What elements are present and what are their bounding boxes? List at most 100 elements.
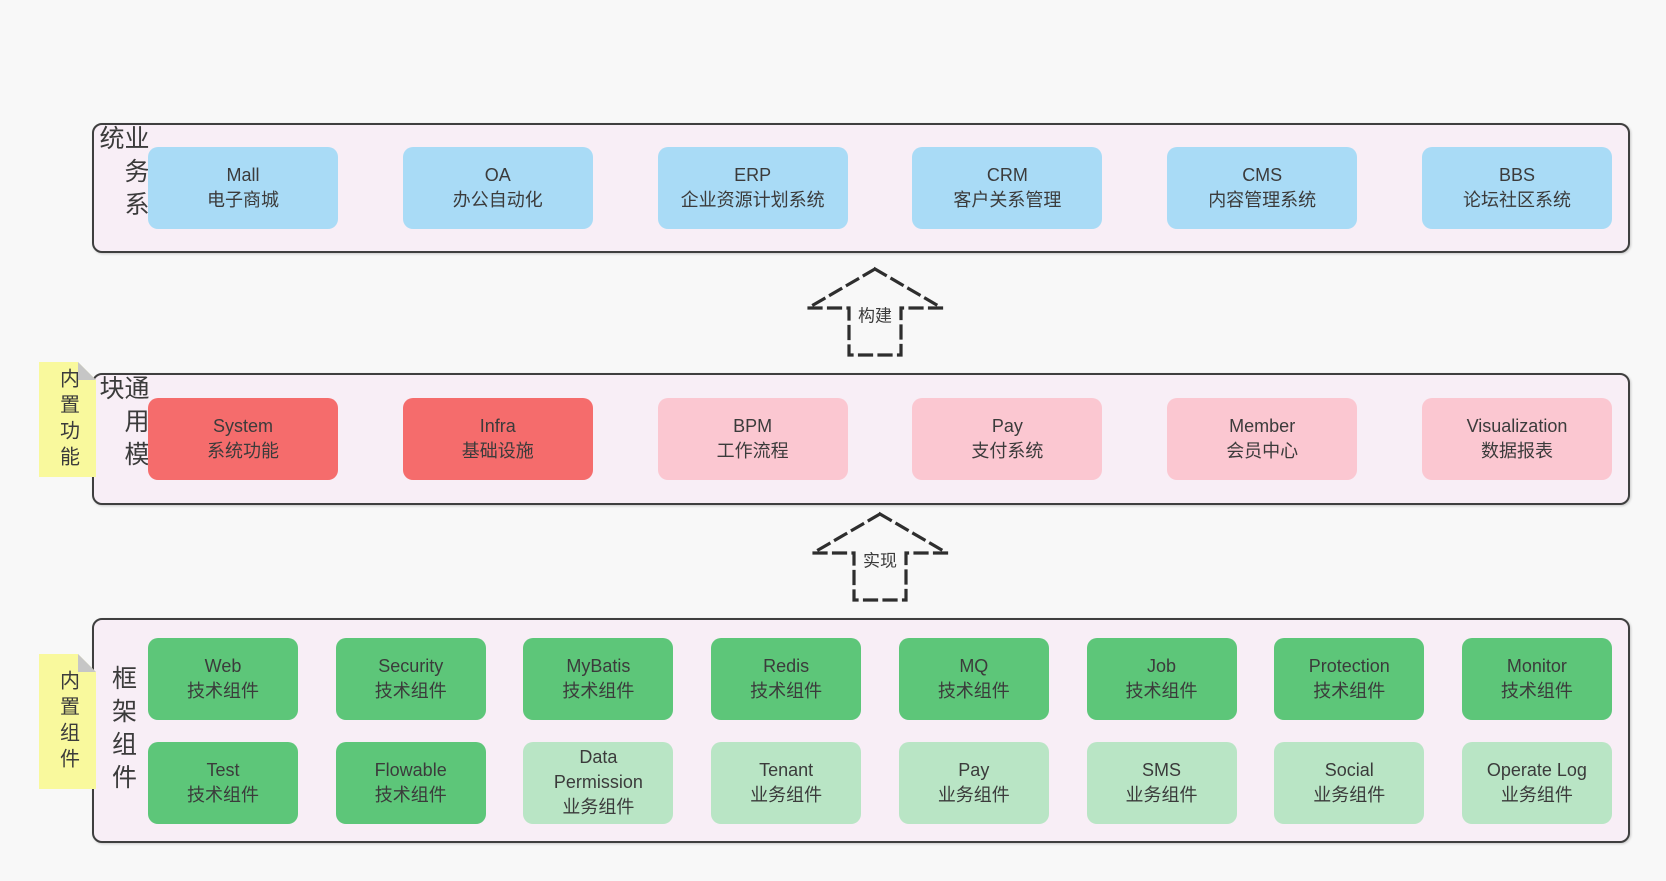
box-subtitle: 数据报表 <box>1480 441 1553 461</box>
module-box-data-permission: Data Permission 业务组件 <box>523 741 674 824</box>
box-subtitle: 业务组件 <box>1313 784 1386 805</box>
box-title: MyBatis <box>566 655 631 676</box>
module-box-system: System 系统功能 <box>148 398 338 480</box>
module-box-security: Security 技术组件 <box>335 637 486 720</box>
box-title: MQ <box>959 655 989 676</box>
sticky-note-builtin-features: 内置功能 <box>39 362 96 477</box>
arrow-implement-label: 实现 <box>859 545 901 573</box>
box-subtitle: 技术组件 <box>187 680 259 701</box>
box-subtitle: 技术组件 <box>1125 680 1198 701</box>
module-box-cms: CMS 内容管理系统 <box>1167 147 1358 229</box>
module-box-pay: Pay 支付系统 <box>912 398 1103 480</box>
band-common-modules: 通用模块 System 系统功能 Infra 基础设施 BPM 工作流程 Pay 支付系统 Me… <box>92 373 1630 505</box>
module-box-visualization: Visualization 数据报表 <box>1421 398 1612 480</box>
module-row-business: Mall 电子商城 OA 办公自动化 ERP 企业资源计划系统 CRM 客户关系管理 CMS 内容… <box>148 147 1612 229</box>
box-title: Visualization <box>1466 416 1568 437</box>
box-subtitle: 技术组件 <box>937 680 1010 701</box>
box-subtitle: 办公自动化 <box>452 190 543 210</box>
box-subtitle: 技术组件 <box>187 784 259 805</box>
module-box-protection: Protection 技术组件 <box>1274 637 1425 720</box>
box-subtitle: 基础设施 <box>461 441 534 461</box>
box-subtitle: 业务组件 <box>750 784 823 805</box>
box-title: Member <box>1229 416 1296 437</box>
module-box-bpm: BPM 工作流程 <box>657 398 848 480</box>
arrow-build-label: 构建 <box>854 300 896 328</box>
band-business-systems-label: 业务系统 <box>96 125 149 224</box>
band-common-modules-label: 通用模块 <box>96 375 149 474</box>
box-subtitle: 支付系统 <box>971 441 1044 461</box>
block-arrow-up-icon <box>802 267 948 357</box>
module-box-operate-log: Operate Log 业务组件 <box>1461 741 1612 824</box>
box-subtitle: 系统功能 <box>207 441 279 461</box>
box-title: Security <box>378 655 444 676</box>
box-title: ERP <box>734 165 772 186</box>
sticky-builtin-features-label: 内置功能 <box>56 367 79 472</box>
module-box-flowable: Flowable 技术组件 <box>335 741 486 824</box>
box-subtitle: 客户关系管理 <box>953 190 1062 210</box>
box-title: BBS <box>1498 165 1535 186</box>
box-title: Mall <box>226 165 260 186</box>
arrow-build: 构建 <box>802 266 948 358</box>
box-subtitle: 技术组件 <box>1313 680 1386 701</box>
box-subtitle: 工作流程 <box>716 441 789 461</box>
module-box-web: Web 技术组件 <box>148 637 298 720</box>
box-subtitle: 业务组件 <box>562 796 635 817</box>
box-subtitle: 电子商城 <box>207 190 279 210</box>
band-business-systems: 业务系统 Mall 电子商城 OA 办公自动化 ERP 企业资源计划系统 CRM 客户关系管理… <box>92 123 1630 253</box>
box-title: BPM <box>733 416 773 437</box>
module-box-crm: CRM 客户关系管理 <box>912 147 1103 229</box>
box-title: Infra <box>479 416 516 437</box>
module-box-bbs: BBS 论坛社区系统 <box>1421 147 1612 229</box>
band-framework-components-label: 框架组件 <box>108 664 137 797</box>
sticky-note-builtin-components: 内置组件 <box>39 654 96 789</box>
box-title: Pay <box>991 416 1023 437</box>
module-box-mall: Mall 电子商城 <box>148 147 338 229</box>
box-title: CRM <box>986 165 1028 186</box>
box-title: Web <box>204 655 242 676</box>
module-row-common: System 系统功能 Infra 基础设施 BPM 工作流程 Pay 支付系统 Member 会… <box>148 398 1612 480</box>
module-box-social: Social 业务组件 <box>1274 741 1425 824</box>
box-title: Flowable <box>374 759 447 780</box>
box-title: Test <box>206 759 240 780</box>
module-box-job: Job 技术组件 <box>1086 637 1237 720</box>
box-title: SMS <box>1142 759 1182 780</box>
box-subtitle: 内容管理系统 <box>1208 190 1317 210</box>
module-box-mq: MQ 技术组件 <box>898 637 1049 720</box>
box-subtitle: 技术组件 <box>750 680 823 701</box>
box-title: Protection <box>1308 655 1390 676</box>
box-title: Monitor <box>1506 655 1567 676</box>
box-subtitle: 技术组件 <box>374 784 447 805</box>
module-box-sms: SMS 业务组件 <box>1086 741 1237 824</box>
module-box-test: Test 技术组件 <box>148 741 298 824</box>
box-subtitle: 论坛社区系统 <box>1462 190 1571 210</box>
box-subtitle: 业务组件 <box>1125 784 1198 805</box>
box-subtitle: 技术组件 <box>374 680 447 701</box>
box-subtitle: 业务组件 <box>1500 784 1573 805</box>
box-title: Redis <box>763 655 810 676</box>
box-title: Social <box>1324 759 1374 780</box>
box-title: CMS <box>1242 165 1283 186</box>
box-title: Operate Log <box>1486 759 1587 780</box>
module-box-infra: Infra 基础设施 <box>402 398 593 480</box>
arrow-implement: 实现 <box>807 511 953 603</box>
module-box-tenant: Tenant 业务组件 <box>711 741 862 824</box>
module-box-member: Member 会员中心 <box>1167 398 1358 480</box>
box-title: OA <box>484 165 511 186</box>
module-box-redis: Redis 技术组件 <box>711 637 862 720</box>
box-subtitle: 企业资源计划系统 <box>680 190 825 210</box>
box-subtitle: 会员中心 <box>1226 441 1299 461</box>
sticky-builtin-components-label: 内置组件 <box>56 669 79 774</box>
box-subtitle: 业务组件 <box>937 784 1010 805</box>
module-box-oa: OA 办公自动化 <box>402 147 593 229</box>
box-title: Job <box>1147 655 1177 676</box>
box-title: Pay <box>958 759 990 780</box>
box-title: System <box>212 416 273 437</box>
box-subtitle: 技术组件 <box>562 680 635 701</box>
box-title: Tenant <box>759 759 814 780</box>
box-title: Data Permission <box>553 747 643 793</box>
